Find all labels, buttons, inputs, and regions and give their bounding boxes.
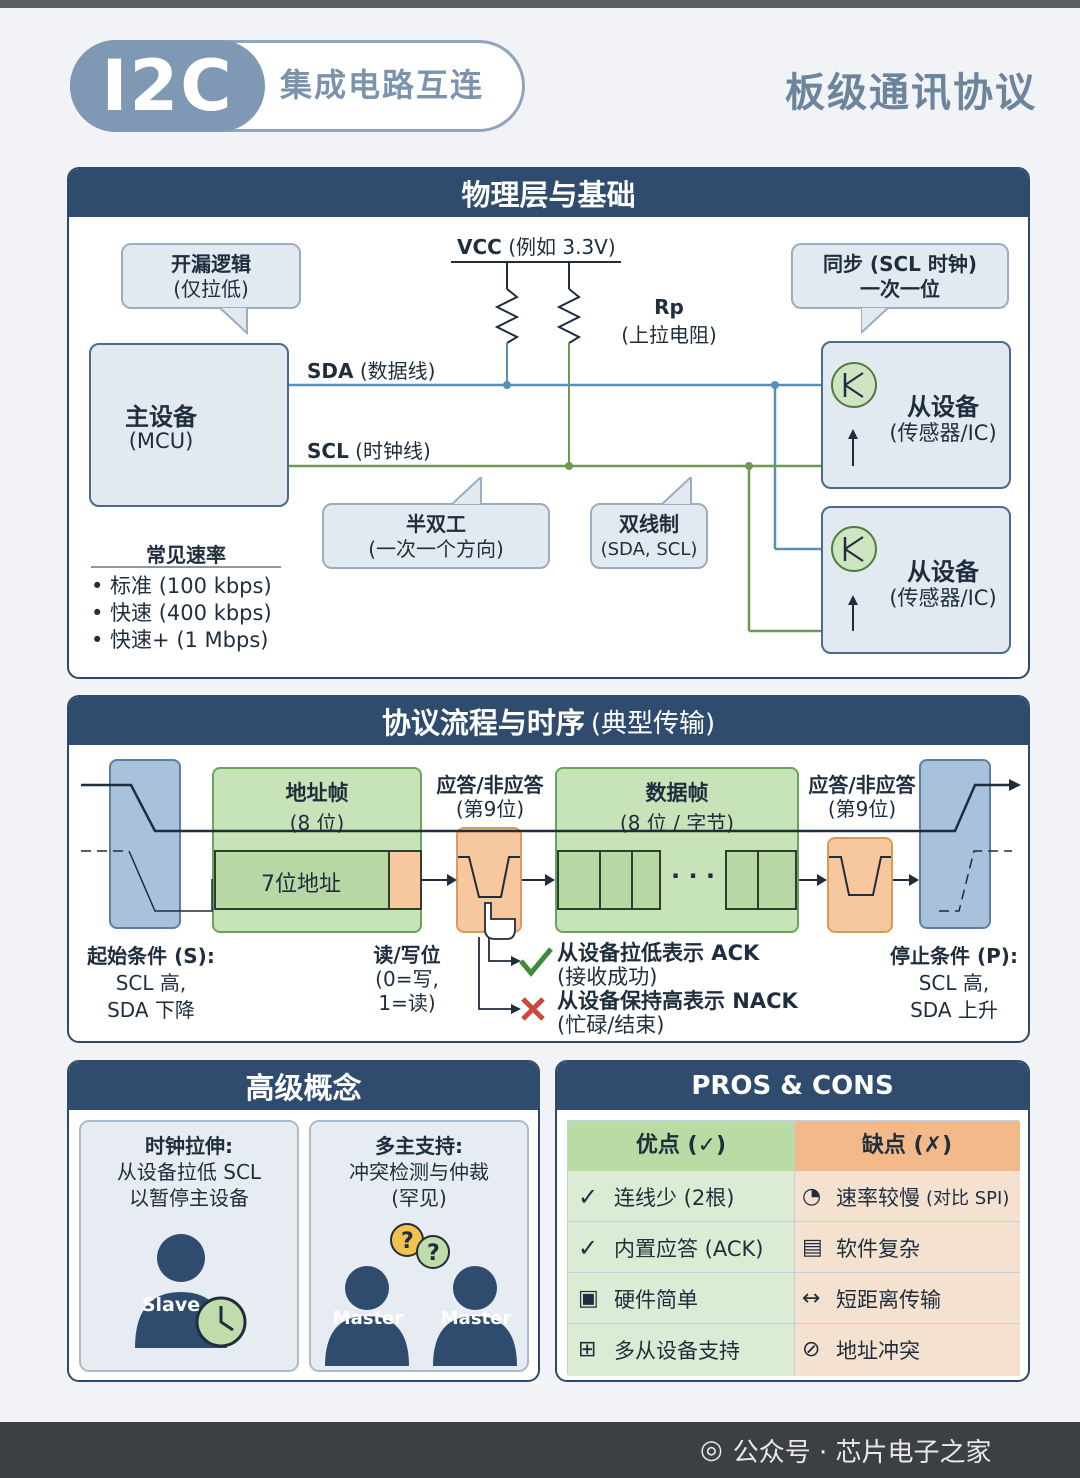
arrows-horizontal-icon: ↔ (802, 1286, 821, 1311)
rate-item: • 快速+ (1 Mbps) (91, 628, 269, 652)
sda-label: SDA (数据线) (307, 359, 436, 383)
ack-label-1: 应答/非应答(第9位) (436, 773, 544, 821)
proscons-panel: PROS & CONS 优点 (✓) 缺点 (✗) ✓连线少 (2根) ◔速率较… (555, 1060, 1030, 1382)
resistor-icon (556, 288, 582, 344)
wechat-icon: ◎ (700, 1435, 723, 1465)
cross-icon (521, 997, 545, 1021)
master-avatar-label: Master (440, 1308, 512, 1329)
multi-master-card: 多主支持: 冲突检测与仲裁 (罕见) ? ? Master Master (309, 1120, 529, 1372)
start-block (109, 759, 181, 929)
proscons-title: PROS & CONS (557, 1062, 1028, 1110)
protocol-panel: 协议流程与时序(典型传输) 地址帧 (8 位) 7位地址 应答/非应答(第9位)… (67, 695, 1030, 1043)
stop-condition: 停止条件 (P): SCL 高, SDA 上升 (890, 944, 1018, 1022)
question-icon (416, 1235, 450, 1269)
master-device: 主设备 (MCU) (89, 343, 289, 507)
svg-text:?: ? (401, 1229, 414, 1254)
document-stack-icon: ▤ (802, 1235, 823, 1260)
scl-label: SCL (时钟线) (307, 439, 431, 463)
check-circle-icon: ✓ (578, 1182, 599, 1211)
ack-slot-2 (827, 837, 893, 933)
prohibited-icon: ⊘ (802, 1337, 821, 1362)
header-badge: I2C (70, 40, 265, 132)
table-row: ✓连线少 (2根) ◔速率较慢(对比 SPI) (568, 1171, 1020, 1222)
stop-block (919, 759, 991, 929)
waveform (81, 779, 1021, 1021)
hand-pointer-icon (484, 902, 516, 940)
pros-header: 优点 (✓) (568, 1121, 794, 1171)
network-tree-icon: ⊞ (578, 1337, 597, 1362)
top-bar (0, 0, 1080, 8)
advanced-title: 高级概念 (69, 1062, 538, 1110)
rate-item: • 标准 (100 kbps) (91, 574, 272, 598)
ack-explanation: 从设备拉低表示 ACK (接收成功) (557, 941, 760, 989)
vcc-label: VCC (例如 3.3V) (457, 235, 616, 259)
two-wire-bubble: 双线制 (SDA, SCL) (590, 503, 708, 569)
check-icon (519, 947, 553, 977)
footer-text: 公众号 · 芯片电子之家 (732, 1437, 992, 1468)
footer-watermark: ◎ 公众号 · 芯片电子之家 (700, 1422, 991, 1478)
protocol-title: 协议流程与时序(典型传输) (69, 697, 1028, 745)
slave-device-2: 从设备 (传感器/IC) (821, 506, 1011, 654)
rate-item: • 快速 (400 kbps) (91, 601, 272, 625)
header-category: 板级通讯协议 (785, 70, 1037, 116)
header-subtitle: 集成电路互连 (280, 66, 485, 104)
chip-icon: ▣ (578, 1286, 599, 1311)
table-row: ▣硬件简单 ↔短距离传输 (568, 1273, 1020, 1324)
physical-panel: 物理层与基础 (67, 167, 1030, 679)
cons-header: 缺点 (✗) (794, 1121, 1020, 1171)
open-drain-bubble: 开漏逻辑 (仅拉低) (121, 243, 301, 309)
data-bits (725, 850, 797, 910)
resistor-icon (494, 288, 520, 344)
half-duplex-bubble: 半双工 (一次一个方向) (322, 503, 550, 569)
ellipsis: · · · (670, 862, 716, 890)
physical-title: 物理层与基础 (69, 169, 1028, 217)
table-row: ⊞多从设备支持 ⊘地址冲突 (578, 1337, 920, 1363)
data-bits (557, 850, 661, 910)
address-bits: 7位地址 (214, 850, 422, 910)
table-row: ✓内置应答 (ACK) ▤软件复杂 (568, 1222, 1020, 1273)
slave-avatar-icon (135, 1234, 247, 1348)
check-circle-icon: ✓ (578, 1233, 599, 1262)
nack-explanation: 从设备保持高表示 NACK (忙碌/结束) (557, 989, 798, 1037)
proscons-table: 优点 (✓) 缺点 (✗) ✓连线少 (2根) ◔速率较慢(对比 SPI) ✓内… (567, 1120, 1020, 1376)
rp-label: Rp(上拉电阻) (621, 295, 717, 347)
slave-avatar-label: Slave (141, 1294, 201, 1316)
master-avatars-icon: ? ? (325, 1223, 517, 1366)
rw-bit (388, 850, 422, 910)
sync-bubble: 同步 (SCL 时钟) 一次一位 (791, 243, 1009, 309)
rw-bit-label: 读/写位 (0=写, 1=读) (373, 943, 441, 1015)
master-avatar-label: Master (332, 1308, 404, 1329)
bottom-bar (0, 1422, 1080, 1478)
clock-stretch-card: 时钟拉伸: 从设备拉低 SCL 以暂停主设备 Slave (79, 1120, 299, 1372)
rates-title: 常见速率 (146, 543, 226, 567)
rates-list: • 标准 (100 kbps) • 快速 (400 kbps) • 快速+ (1… (91, 573, 272, 654)
ack-label-2: 应答/非应答(第9位) (808, 773, 916, 821)
gauge-icon: ◔ (802, 1184, 822, 1209)
advanced-panel: 高级概念 时钟拉伸: 从设备拉低 SCL 以暂停主设备 Slave 多主支持: … (67, 1060, 540, 1382)
start-condition: 起始条件 (S): SCL 高, SDA 下降 (87, 944, 215, 1022)
svg-text:?: ? (427, 1241, 440, 1266)
